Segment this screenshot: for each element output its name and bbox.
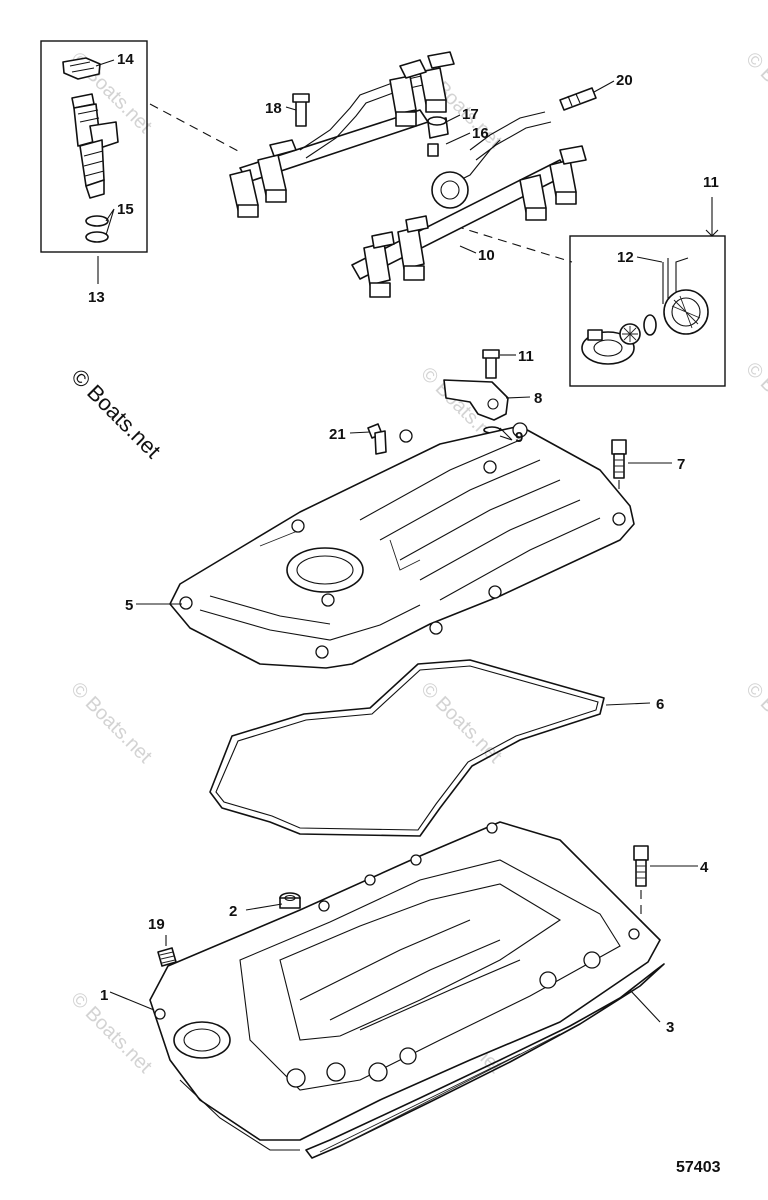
detail-frame xyxy=(569,235,726,387)
callout-1: 1 xyxy=(100,987,108,1004)
rail-injectors-right xyxy=(519,145,587,221)
injector-detail-box xyxy=(40,40,148,253)
callout-20: 20 xyxy=(616,72,633,89)
watermark: © Boats.net xyxy=(741,678,768,768)
callout-21: 21 xyxy=(329,426,346,443)
pipe-plug-2 xyxy=(279,892,301,909)
watermark: © Boats.net xyxy=(741,358,768,448)
callout-12: 12 xyxy=(617,249,634,266)
callout-11-bolt: 11 xyxy=(518,348,534,365)
copyright-notice: © Boats.net xyxy=(66,364,165,463)
lower-intake-manifold xyxy=(149,821,661,1151)
schrader-valve xyxy=(427,143,439,157)
figure-number: 57403 xyxy=(676,1159,721,1176)
watermark: © Boats.net xyxy=(66,678,156,768)
callout-14: 14 xyxy=(117,51,134,68)
intake-gasket xyxy=(209,659,605,837)
rail-bolt xyxy=(295,99,307,127)
upper-intake-manifold xyxy=(169,422,635,669)
vacuum-fitting xyxy=(367,423,387,455)
callout-4: 4 xyxy=(700,859,709,876)
manifold-body xyxy=(149,821,661,1141)
callout-11-assembly: 11 xyxy=(703,174,719,191)
o-ring xyxy=(85,215,109,227)
rail-injectors-lower xyxy=(363,215,429,298)
o-ring xyxy=(85,231,109,243)
callout-19: 19 xyxy=(148,916,165,933)
manifold-body xyxy=(169,425,635,669)
lower-bolt xyxy=(633,845,649,936)
callout-17: 17 xyxy=(462,106,479,123)
callout-7: 7 xyxy=(677,456,685,473)
callout-labels: 1 2 3 4 5 6 7 8 9 10 11 11 12 13 14 15 1… xyxy=(88,51,719,1036)
callout-15: 15 xyxy=(117,201,134,218)
fuel-rail-assembly xyxy=(229,51,597,298)
rail-injectors-left xyxy=(229,139,297,218)
sensor xyxy=(443,379,509,421)
callout-10: 10 xyxy=(478,247,495,264)
sensor-bolt xyxy=(485,355,497,379)
callout-3: 3 xyxy=(666,1019,674,1036)
rail-injectors-top xyxy=(389,51,455,127)
detail-frame xyxy=(40,40,148,253)
callout-8: 8 xyxy=(534,390,542,407)
callout-6: 6 xyxy=(656,696,664,713)
watermark: © Boats.net xyxy=(741,48,768,138)
callout-13: 13 xyxy=(88,289,105,306)
injector-clip xyxy=(62,57,101,80)
callout-5: 5 xyxy=(125,597,133,614)
callout-9: 9 xyxy=(515,429,523,446)
leader-lines xyxy=(95,59,719,1023)
callout-16: 16 xyxy=(472,125,489,142)
watermark: © Boats.net xyxy=(66,988,156,1078)
manifold-side-gasket xyxy=(305,963,665,1159)
regulator-detail-box xyxy=(569,235,726,387)
callout-2: 2 xyxy=(229,903,237,920)
callout-18: 18 xyxy=(265,100,282,117)
